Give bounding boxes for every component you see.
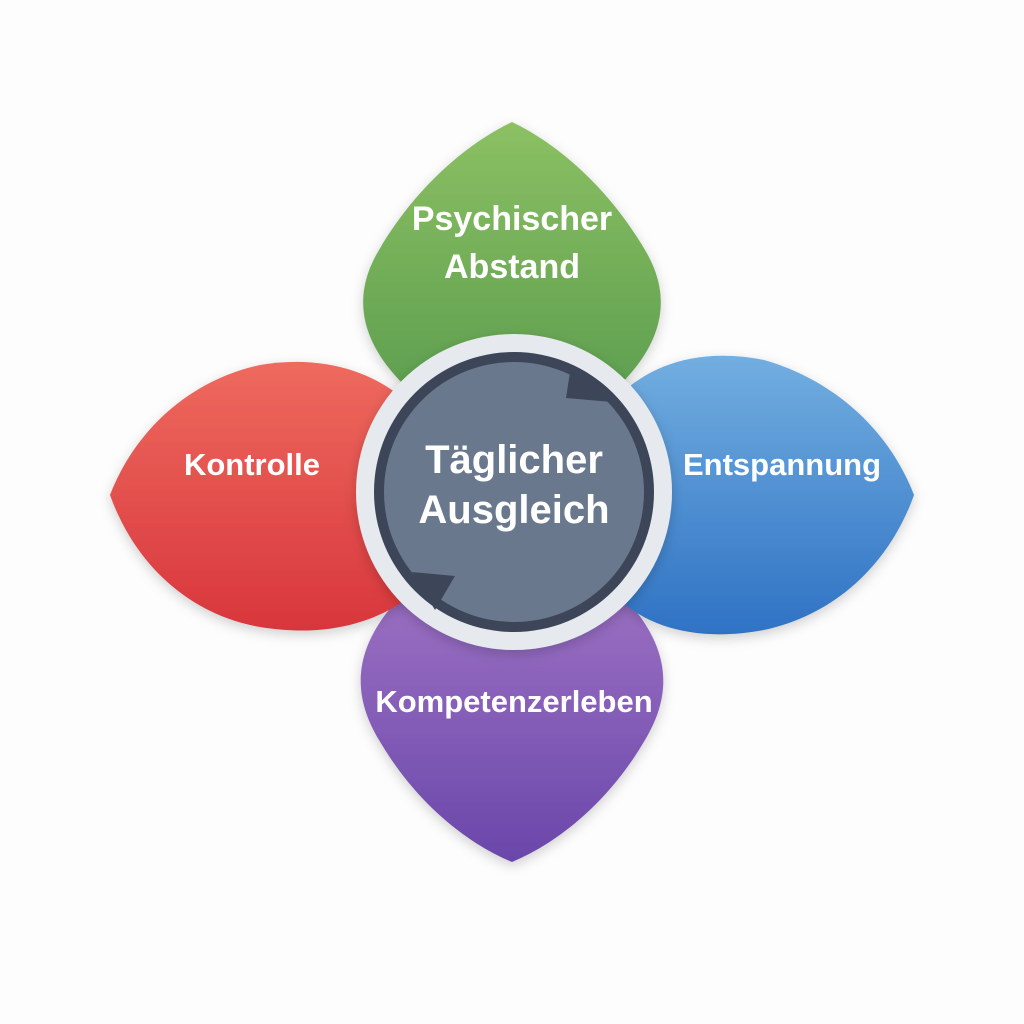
petal-kompetenzerleben: Kompetenzerleben xyxy=(360,598,664,862)
petal-kontrolle: Kontrolle xyxy=(110,361,405,631)
center-label-line1: Täglicher xyxy=(425,438,603,482)
petal-entspannung: Entspannung xyxy=(620,355,914,635)
hub-fill xyxy=(384,362,644,622)
petal-label-top-line1: Psychischer xyxy=(412,200,612,238)
petal-label-right: Entspannung xyxy=(683,447,881,482)
petal-label-left: Kontrolle xyxy=(184,447,320,482)
petal-psychischer-abstand: Psychischer Abstand xyxy=(363,122,661,385)
arrow-head-bottom-icon xyxy=(412,572,455,610)
cycle-arrows-icon xyxy=(412,372,612,610)
center-hub: Täglicher Ausgleich xyxy=(356,334,672,650)
petal-label-bottom: Kompetenzerleben xyxy=(375,684,652,719)
center-label-line2: Ausgleich xyxy=(418,488,609,532)
arrow-head-top-icon xyxy=(566,372,612,402)
petal-label-top-line2: Abstand xyxy=(444,248,580,286)
